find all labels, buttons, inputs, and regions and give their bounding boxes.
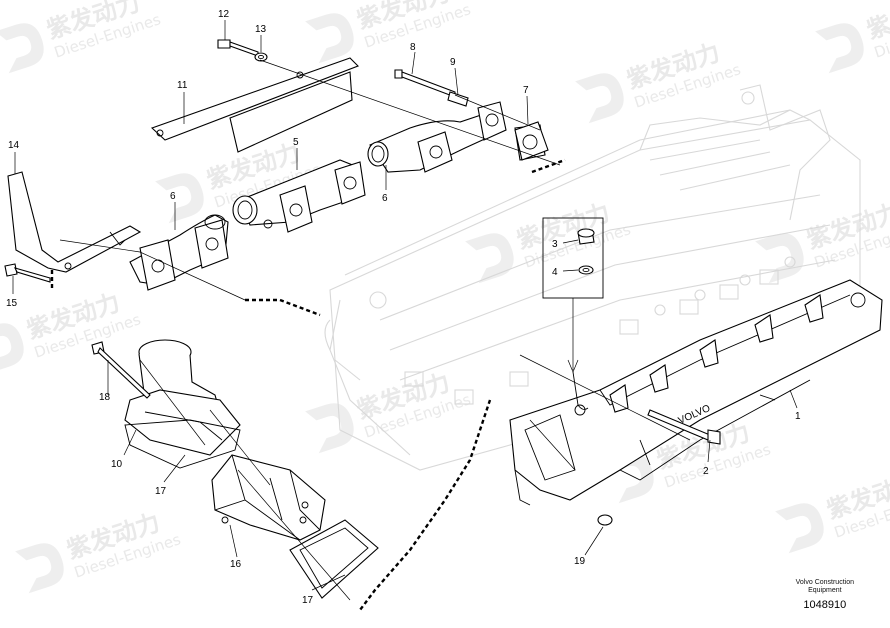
callout-6a: 6 — [170, 191, 176, 202]
bolt-12 — [217, 39, 259, 57]
bolt-2 — [647, 409, 721, 445]
watermark-logo-icon — [465, 233, 514, 284]
watermark-logo-icon — [15, 543, 64, 594]
callout-16: 16 — [230, 559, 242, 570]
callout-9: 9 — [450, 57, 456, 68]
watermark-logo-icon — [0, 323, 24, 374]
callout-6b: 6 — [382, 193, 388, 204]
heat-shield-plate — [150, 57, 359, 153]
callout-19: 19 — [574, 556, 586, 567]
callout-13: 13 — [255, 24, 267, 35]
callout-11: 11 — [177, 80, 188, 91]
callout-5: 5 — [293, 137, 299, 148]
intake-manifold — [509, 279, 883, 506]
inlet-elbow-pipe — [124, 339, 241, 456]
callout-17b: 17 — [302, 595, 314, 606]
watermark-logo-icon — [305, 13, 354, 64]
callout-leaders — [12, 20, 798, 591]
watermark-logo-icon — [775, 503, 824, 554]
callout-15: 15 — [6, 298, 18, 309]
detail-box-plug — [542, 217, 604, 410]
stud-8 — [394, 69, 456, 98]
callout-8: 8 — [410, 42, 416, 53]
callout-1: 1 — [795, 411, 801, 422]
gasket-7 — [514, 121, 549, 161]
watermark-logo-icon — [155, 173, 204, 224]
assembly-centre-lines — [59, 59, 691, 601]
bracket-plate — [7, 171, 142, 273]
callout-17a: 17 — [155, 486, 167, 497]
callout-10: 10 — [111, 459, 123, 470]
callout-7: 7 — [523, 85, 529, 96]
watermark-logo-icon — [755, 233, 804, 284]
watermark-brand-cn: 紫发动力 — [863, 0, 890, 45]
callout-labels: 1 2 3 4 5 6 6 7 8 9 10 11 12 13 14 15 16… — [6, 9, 801, 606]
spacer-sleeve-9 — [447, 91, 469, 107]
callout-18: 18 — [99, 392, 111, 403]
exhaust-manifold-front — [129, 214, 229, 291]
callout-14: 14 — [8, 140, 20, 151]
caption-line-2: Equipment — [808, 587, 842, 594]
nut-19 — [597, 514, 613, 526]
callout-12: 12 — [218, 9, 230, 20]
watermark-logo-icon — [0, 23, 44, 74]
caption-line-1: Volvo Construction — [795, 579, 854, 586]
gasket-lower — [289, 519, 379, 599]
callout-3: 3 — [552, 239, 558, 250]
callout-2: 2 — [703, 466, 709, 477]
washer-13 — [254, 52, 268, 62]
gasket-upper — [124, 419, 241, 469]
watermark-logo-icon — [815, 23, 864, 74]
watermark-logo-icon — [305, 403, 354, 454]
figure-number: 1048910 — [803, 599, 847, 611]
assembly-dash-lines — [50, 158, 566, 611]
preheater-housing — [211, 454, 326, 541]
bolt-18 — [91, 341, 151, 399]
callout-4: 4 — [552, 267, 558, 278]
bolt-15 — [4, 263, 51, 283]
figure-caption: Volvo Construction Equipment 1048910 — [796, 579, 854, 612]
watermark-logo-icon — [575, 73, 624, 124]
exhaust-manifold-middle — [232, 159, 366, 233]
